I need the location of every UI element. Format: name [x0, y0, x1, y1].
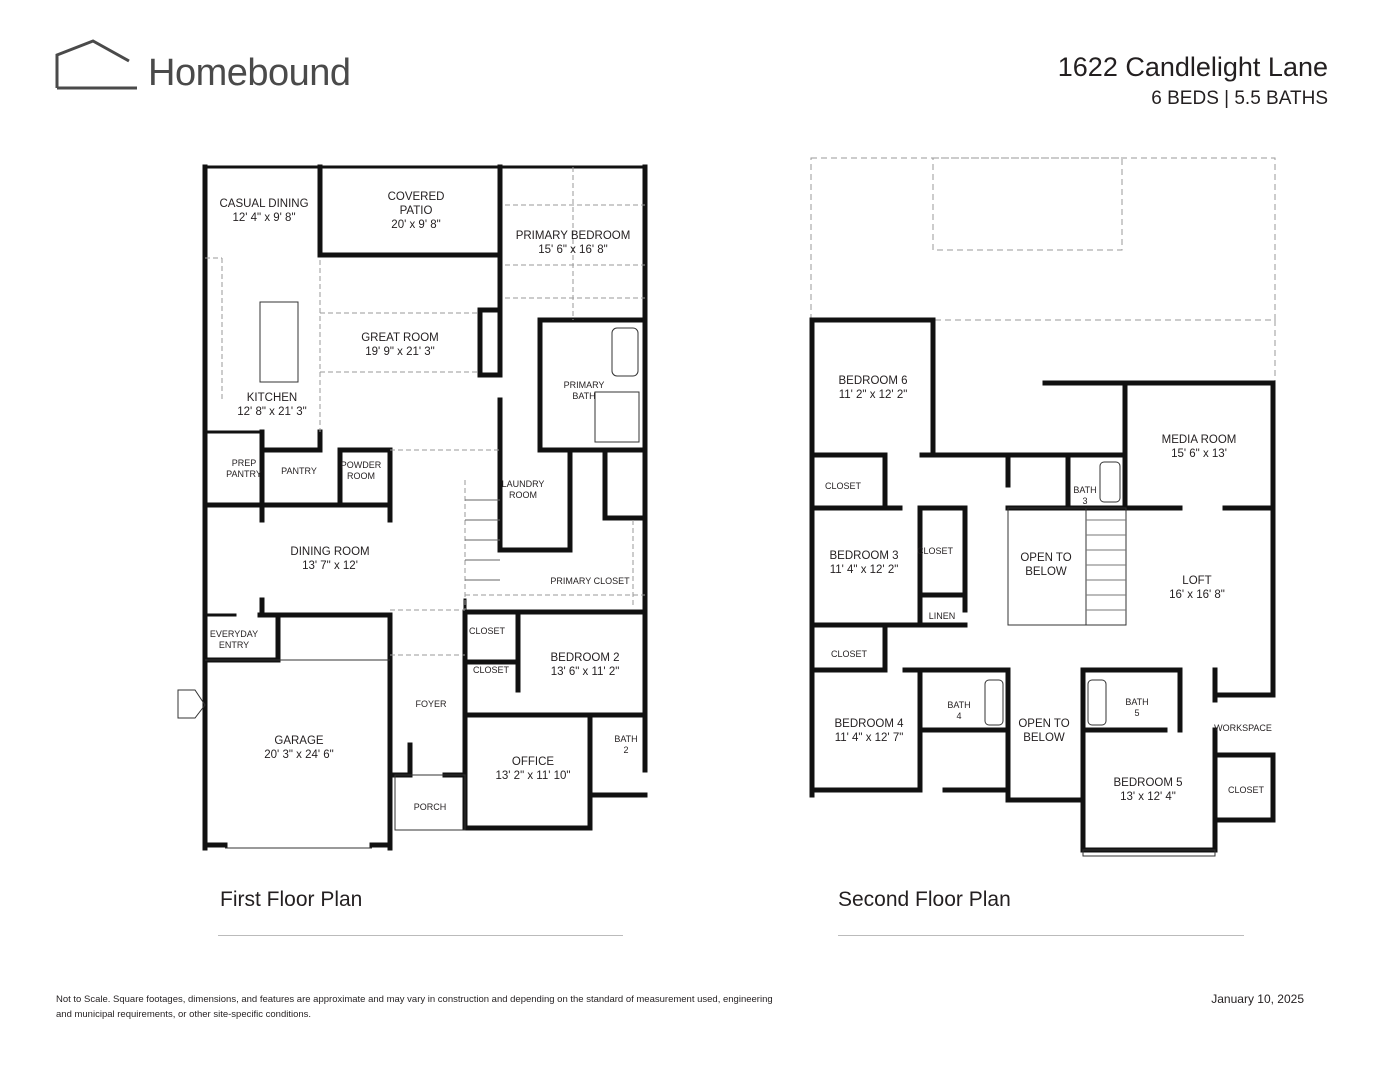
first-floor-dashed-lines: [205, 167, 645, 656]
room-closet: CLOSET: [1227, 785, 1265, 795]
brand-name: Homebound: [148, 52, 351, 94]
room-closet: CLOSET: [916, 546, 954, 556]
room-closet: CLOSET: [472, 665, 510, 675]
second-floor-walls: [809, 317, 1276, 853]
second-floor-fixtures: [984, 461, 1216, 857]
room-primary-closet: PRIMARY CLOSET: [550, 576, 630, 586]
second-floor-plan-title: Second Floor Plan: [838, 888, 1011, 911]
room-closet: CLOSET: [824, 481, 862, 491]
room-closet: CLOSET: [468, 626, 506, 636]
homebound-logo-icon: [55, 39, 137, 90]
first-floor-walls: [202, 164, 648, 851]
room-foyer: FOYER: [415, 699, 447, 709]
room-pantry: PANTRY: [281, 466, 317, 476]
divider: [838, 935, 1244, 936]
disclaimer: Not to Scale. Square footages, dimension…: [56, 994, 773, 1020]
room-linen: LINEN: [928, 611, 956, 621]
beds-baths-summary: 6 BEDS | 5.5 BATHS: [1151, 88, 1328, 109]
room-porch: PORCH: [413, 802, 447, 812]
room-workspace: WORKSPACE: [1214, 723, 1272, 733]
second-floor-outline: [810, 157, 1276, 383]
property-address: 1622 Candlelight Lane: [1057, 52, 1328, 82]
first-floor-fixtures: [177, 301, 640, 849]
divider: [218, 935, 623, 936]
room-closet: CLOSET: [830, 649, 868, 659]
first-floor-plan-title: First Floor Plan: [220, 888, 363, 911]
plan-date: January 10, 2025: [1211, 992, 1304, 1006]
